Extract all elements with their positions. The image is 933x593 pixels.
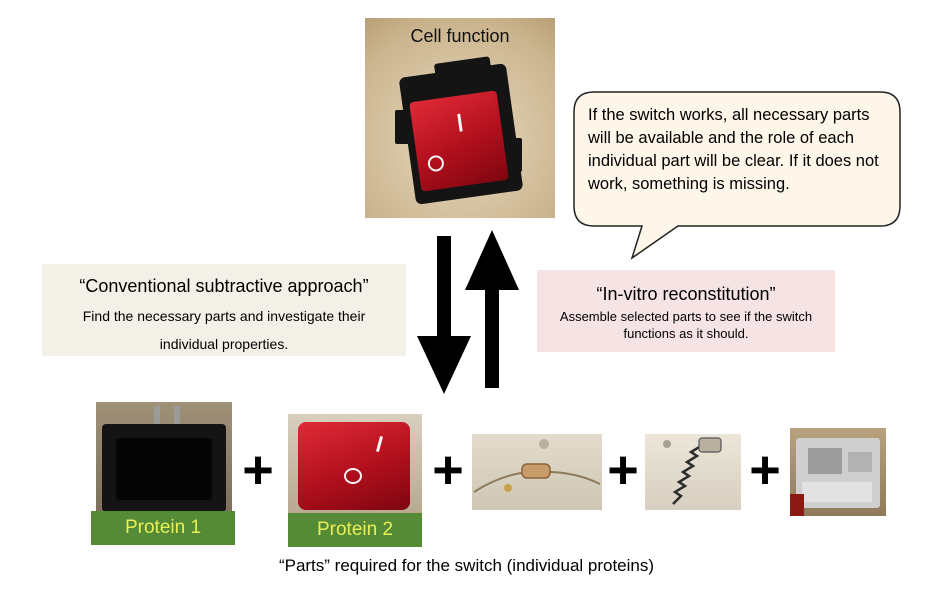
cell-function-title: Cell function — [410, 26, 510, 46]
reconstitution-box: “In-vitro reconstitution” Assemble selec… — [537, 270, 835, 352]
wire-contact-icon — [472, 434, 602, 510]
protein-1-label: Protein 1 — [91, 511, 235, 545]
spring-icon — [645, 434, 741, 510]
red-rocker-icon — [288, 414, 422, 514]
cell-function-photo: Cell function — [365, 18, 555, 218]
arrow-up-icon — [465, 230, 519, 388]
speech-bubble-text: If the switch works, all necessary parts… — [588, 106, 879, 193]
subtractive-approach-box: “Conventional subtractive approach” Find… — [42, 264, 406, 356]
speech-bubble — [573, 91, 901, 260]
reconstitution-description: Assemble selected parts to see if the sw… — [559, 309, 813, 341]
plus-sign-3: + — [607, 440, 639, 500]
rocker-switch-icon — [365, 18, 555, 218]
arrow-down-icon — [417, 236, 471, 394]
plus-sign-4: + — [749, 440, 781, 500]
subtractive-approach-title: “Conventional subtractive approach” — [79, 276, 369, 296]
process-arrows — [417, 230, 519, 394]
reconstitution-title: “In-vitro reconstitution” — [596, 284, 776, 304]
protein-2-label: Protein 2 — [288, 513, 422, 547]
plastic-frame-icon — [790, 428, 886, 516]
parts-caption: “Parts” required for the switch (individ… — [278, 556, 655, 575]
plus-sign-2: + — [432, 440, 464, 500]
subtractive-approach-description: Find the necessary parts and investigate… — [82, 308, 366, 352]
switch-housing-icon — [96, 402, 232, 512]
plus-sign-1: + — [242, 440, 274, 500]
